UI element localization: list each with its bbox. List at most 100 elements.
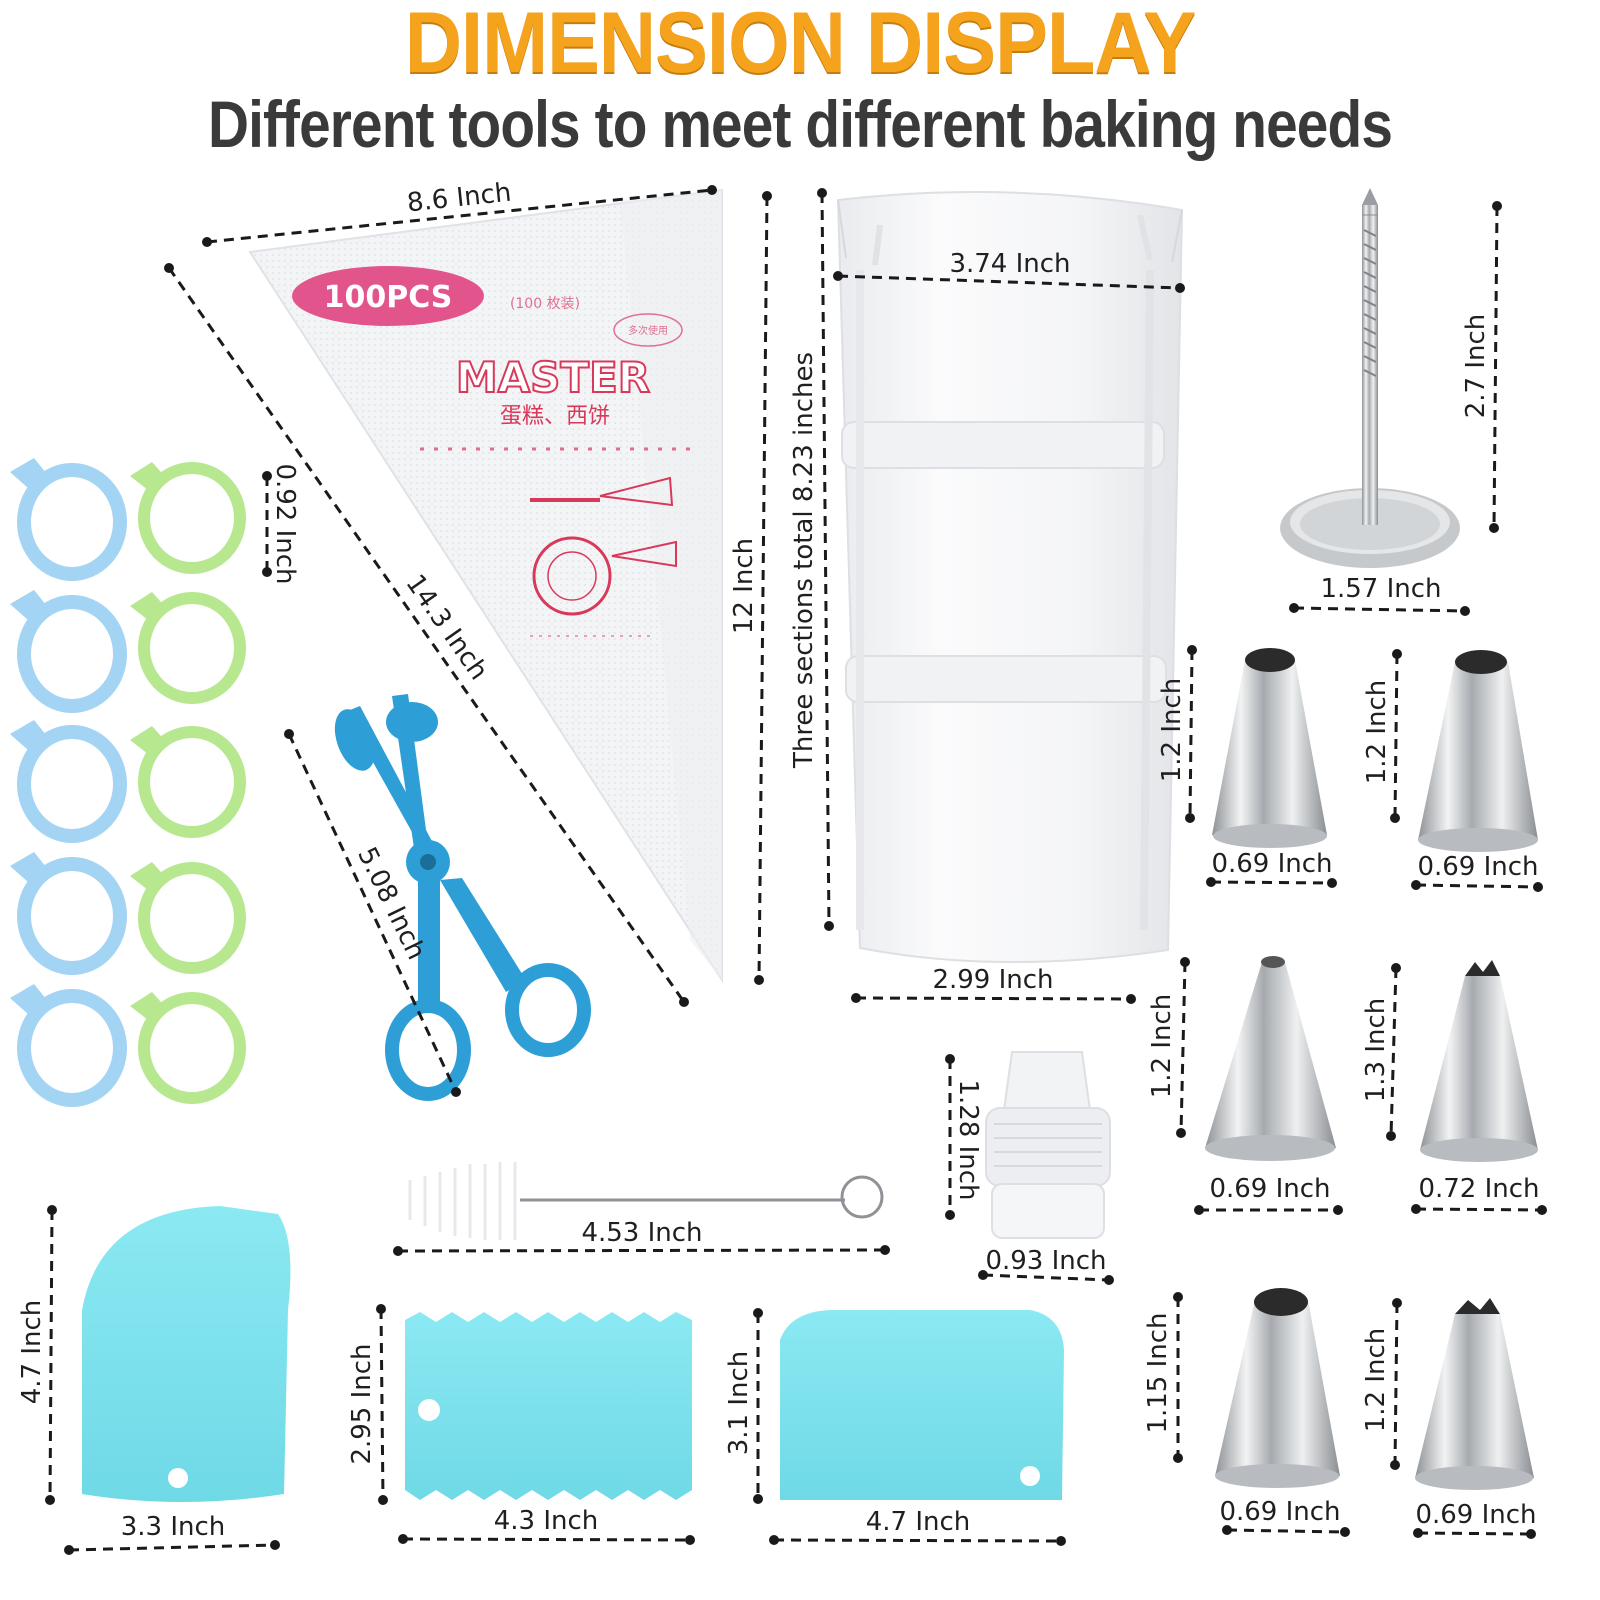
piping-tips [1205,648,1538,1490]
dimension-endpoint [685,1535,695,1545]
label-scraper3-height: 3.1 Inch [724,1351,754,1456]
dimension-endpoint [1176,1128,1186,1138]
label-tip2-height: 1.2 Inch [1362,680,1392,785]
dimension-endpoint [1533,882,1543,892]
dimension-endpoint [1173,1292,1183,1302]
dimension-endpoint [1460,606,1470,616]
piping-tip-2 [1418,650,1538,852]
dimension-endpoint [978,1270,988,1280]
label-tip2-width: 0.69 Inch [1417,852,1538,882]
dimension-endpoint [262,471,272,481]
scraper-rounded [82,1206,291,1502]
dimension-endpoint [393,1246,403,1256]
label-tip5-height: 1.15 Inch [1143,1312,1173,1433]
label-scraper3-width: 4.7 Inch [866,1507,971,1537]
piping-tip-4 [1420,960,1538,1162]
dimension-endpoint [376,1304,386,1314]
piping-tip-6 [1415,1298,1534,1490]
dimension-endpoint [1180,957,1190,967]
dimension-endpoint [1526,1529,1536,1539]
dimension-endpoint [817,188,827,198]
dimension-endpoints [45,185,1547,1555]
dimension-endpoint [1411,1204,1421,1214]
flower-lifter-scissors [334,694,591,1101]
label-tip6-height: 1.2 Inch [1361,1328,1391,1433]
page-subtitle: Different tools to meet different baking… [207,87,1393,161]
dimension-endpoint [754,975,764,985]
dimension-endpoint [1175,283,1185,293]
piping-bag: 100PCS (100 枚装) 多次使用 MASTER 蛋糕、西饼 [248,188,723,984]
label-tip1-height: 1.2 Inch [1157,678,1187,783]
piping-tip-1 [1212,648,1327,848]
dimension-endpoint [880,1245,890,1255]
piping-tip-3 [1205,956,1336,1161]
scraper-straight [780,1310,1064,1500]
label-tip5-width: 0.69 Inch [1219,1497,1340,1527]
dimension-endpoint [762,191,772,201]
dimension-endpoint [1537,1205,1547,1215]
label-coupler-height: 1.28 Inch [953,1079,983,1200]
label-scraper1-height: 4.7 Inch [17,1300,47,1405]
label-nail-height: 2.7 Inch [1461,314,1491,419]
label-tip4-width: 0.72 Inch [1418,1174,1539,1204]
dimension-endpoint [1390,813,1400,823]
label-tip3-width: 0.69 Inch [1209,1174,1330,1204]
dimension-endpoint [753,1494,763,1504]
dimension-endpoint [1386,1131,1396,1141]
label-ring-height: 0.92 Inch [270,463,300,584]
label-scraper2-width: 4.3 Inch [494,1506,599,1536]
dimension-endpoint [1187,645,1197,655]
label-stand-total: Three sections total 8.23 inches [789,352,819,769]
dimension-endpoint [1333,1205,1343,1215]
dimension-endpoint [1392,649,1402,659]
bag-badge [292,266,484,326]
stacked-cups [836,191,1184,963]
dimension-endpoint [1104,1275,1114,1285]
bag-badge-sub: (100 枚装) [510,296,580,312]
label-scraper2-height: 2.95 Inch [347,1343,377,1464]
label-nail-base: 1.57 Inch [1320,574,1441,604]
dimension-endpoint [1492,201,1502,211]
dimension-endpoint [1185,813,1195,823]
dimension-endpoint [64,1545,74,1555]
dimension-endpoint [1391,963,1401,973]
dimension-endpoint [262,567,272,577]
dimension-endpoint [753,1308,763,1318]
dimension-endpoint [1390,1460,1400,1470]
label-coupler-width: 0.93 Inch [985,1246,1106,1276]
dimension-endpoint [1173,1453,1183,1463]
dimension-endpoint [47,1205,57,1215]
label-tip1-width: 0.69 Inch [1211,849,1332,879]
dimension-endpoint [833,271,843,281]
dimension-endpoint [1194,1205,1204,1215]
dimension-endpoint [1413,1528,1423,1538]
page-title: DIMENSION DISPLAY [404,0,1196,91]
label-tip6-width: 0.69 Inch [1415,1500,1536,1530]
dimension-endpoint [1392,1298,1402,1308]
dimension-endpoint [1056,1536,1066,1546]
label-scraper1-width: 3.3 Inch [121,1512,226,1542]
bag-brand: MASTER [456,353,650,402]
bag-badge-text: 100PCS [324,280,453,315]
dimension-endpoint [45,1495,55,1505]
dimension-endpoint [284,729,294,739]
dimension-endpoint [164,263,174,273]
dimension-endpoint [1289,603,1299,613]
dimension-endpoint [707,185,717,195]
dimension-endpoint [679,997,689,1007]
piping-tip-5 [1215,1288,1340,1488]
dimension-endpoint [378,1495,388,1505]
dimension-endpoint [1489,523,1499,533]
scraper-comb [405,1312,692,1500]
coupler [985,1051,1111,1239]
label-stand-bottom: 2.99 Inch [932,965,1053,995]
label-tip4-height: 1.3 Inch [1361,998,1391,1103]
dimension-endpoint [202,237,212,247]
bag-tag-text: 多次使用 [628,324,668,337]
dimension-endpoint [1327,878,1337,888]
dimension-endpoint [451,1087,461,1097]
dimension-endpoint [769,1535,779,1545]
label-stand-top: 3.74 Inch [949,249,1070,279]
